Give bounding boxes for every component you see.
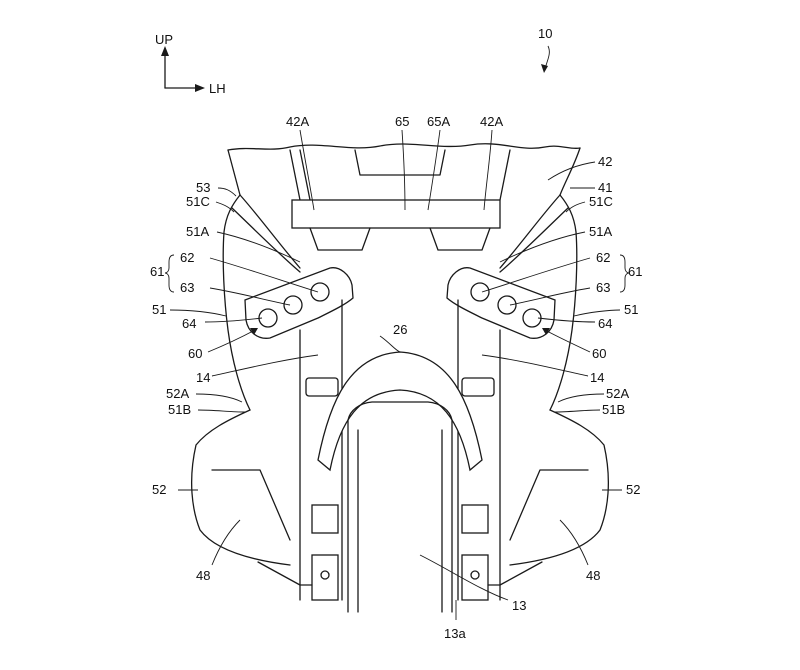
- label-64-left: 64: [182, 316, 196, 331]
- figure-number: 10: [538, 26, 552, 73]
- label-51A-left: 51A: [186, 224, 209, 239]
- upper-cowl: [227, 147, 581, 251]
- label-63-right: 63: [596, 280, 610, 295]
- label-26: 26: [393, 322, 407, 337]
- reference-labels: 42A 65 65A 42A 42 41 53 51C 51C 51A 51A …: [150, 114, 642, 641]
- label-62-left: 62: [180, 250, 194, 265]
- label-52-right: 52: [626, 482, 640, 497]
- label-42A-right: 42A: [480, 114, 503, 129]
- lh-label: LH: [209, 81, 226, 96]
- label-13a: 13a: [444, 626, 466, 641]
- label-52A-left: 52A: [166, 386, 189, 401]
- label-65: 65: [395, 114, 409, 129]
- label-64-right: 64: [598, 316, 612, 331]
- label-65A: 65A: [427, 114, 450, 129]
- front-fender-and-wheel: [317, 351, 483, 613]
- label-13: 13: [512, 598, 526, 613]
- label-14-left: 14: [196, 370, 210, 385]
- label-42: 42: [598, 154, 612, 169]
- leader-lines: [169, 129, 622, 620]
- label-63-left: 63: [180, 280, 194, 295]
- figure-number-label: 10: [538, 26, 552, 41]
- label-51C-left: 51C: [186, 194, 210, 209]
- label-14-right: 14: [590, 370, 604, 385]
- label-51A-right: 51A: [589, 224, 612, 239]
- label-52A-right: 52A: [606, 386, 629, 401]
- label-61-left: 61: [150, 264, 164, 279]
- label-52-left: 52: [152, 482, 166, 497]
- label-48-right: 48: [586, 568, 600, 583]
- label-41: 41: [598, 180, 612, 195]
- label-42A-left: 42A: [286, 114, 309, 129]
- lower-cowl: [190, 409, 610, 586]
- label-60-left: 60: [188, 346, 202, 361]
- front-forks: [299, 299, 501, 601]
- label-51B-right: 51B: [602, 402, 625, 417]
- label-51-right: 51: [624, 302, 638, 317]
- label-62-right: 62: [596, 250, 610, 265]
- label-51-left: 51: [152, 302, 166, 317]
- label-53: 53: [196, 180, 210, 195]
- label-61-right: 61: [628, 264, 642, 279]
- top-break-line: [227, 143, 581, 151]
- left-side-cover: [222, 194, 354, 411]
- label-51C-right: 51C: [589, 194, 613, 209]
- orientation-indicator: UP LH: [155, 32, 226, 96]
- up-label: UP: [155, 32, 173, 47]
- label-48-left: 48: [196, 568, 210, 583]
- label-51B-left: 51B: [168, 402, 191, 417]
- label-60-right: 60: [592, 346, 606, 361]
